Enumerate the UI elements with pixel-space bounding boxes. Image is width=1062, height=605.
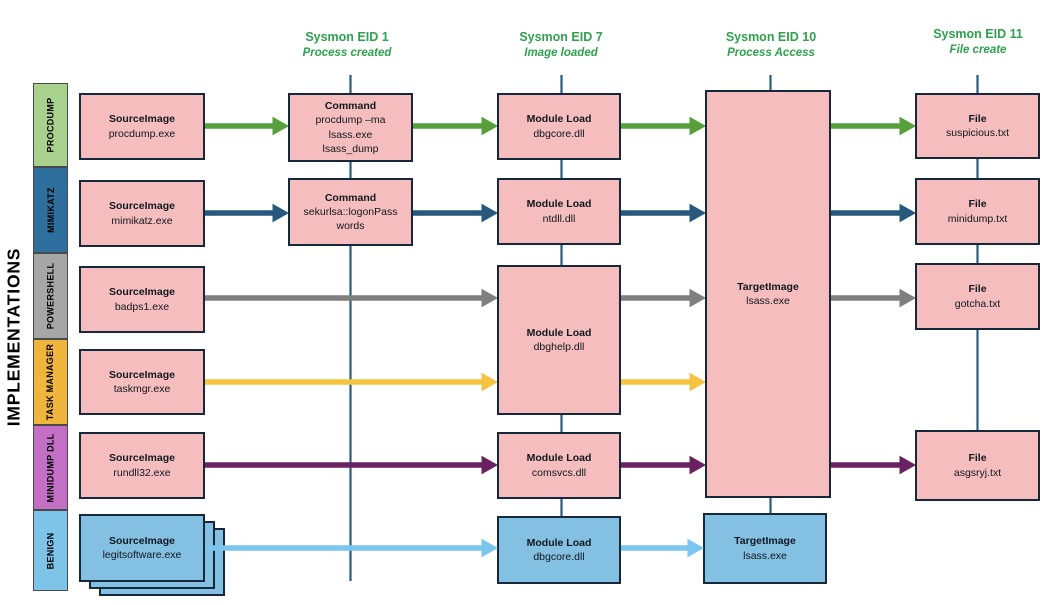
box-module-dbghelp: Module Load dbghelp.dll [497,265,621,415]
box-title: Module Load [526,198,592,211]
box-value: ntdll.dll [542,212,576,225]
box-value: dbgcore.dll [533,551,585,563]
command-line: procdump –ma [315,114,386,127]
box-title: Module Load [526,452,592,465]
arrow-powershell-target-to-file [831,288,917,308]
arrow-mimikatz-module-to-target [621,203,707,223]
box-module-comsvcs: Module Load comsvcs.dll [497,432,621,499]
box-title: Module Load [526,536,592,549]
arrow-mimikatz-src-to-cmd [205,203,290,223]
box-value: legitsoftware.exe [102,549,182,561]
box-value: asgsryj.txt [953,466,1002,479]
box-source-taskmgr: SourceImage taskmgr.exe [79,349,205,415]
box-title: Module Load [526,113,592,126]
box-title: Command [324,100,377,113]
box-title: File [968,283,987,296]
box-target-benign-lsass: TargetImage lsass.exe [703,513,827,584]
box-value: procdump.exe [108,127,176,140]
box-file-asgsryj: File asgsryj.txt [915,430,1040,501]
column-subtitle: Process Access [727,47,815,59]
column-title: Sysmon EID 1 [305,30,389,44]
sidebar-row-task-manager: TASK MANAGER [33,339,68,425]
box-title: TargetImage [734,535,796,548]
box-value: lsass.exe [746,295,790,307]
arrow-benign-module-to-target [621,538,705,558]
column-subtitle: Process created [302,47,392,59]
box-title: SourceImage [109,200,175,213]
sidebar-row-mimikatz: MIMIKATZ [33,167,68,253]
arrow-minidump-target-to-file [831,455,917,475]
arrow-taskmgr-module-to-target [621,372,707,392]
box-source-procdump: SourceImage procdump.exe [79,93,205,160]
box-title: SourceImage [109,286,175,299]
box-title: SourceImage [109,113,175,126]
box-value: badps1.exe [114,300,170,313]
box-command-procdump: Command procdump –ma lsass.exe lsass_dum… [288,93,413,162]
box-title: File [968,112,987,125]
command-line: lsass.exe [328,128,373,141]
box-value: dbghelp.dll [533,341,585,353]
arrow-mimikatz-target-to-file [831,203,917,223]
box-value: minidump.txt [947,212,1008,225]
box-title: Module Load [526,326,592,339]
box-file-suspicious: File suspicious.txt [915,93,1040,159]
box-title: File [968,452,987,465]
sidebar-row-benign: BENIGN [33,510,68,591]
box-source-rundll32: SourceImage rundll32.exe [79,432,205,499]
box-value: comsvcs.dll [531,466,587,479]
command-line: sekurlsa::logonPass [303,205,398,218]
box-module-dbgcore: Module Load dbgcore.dll [497,93,621,160]
arrow-procdump-target-to-file [831,116,917,136]
box-value: taskmgr.exe [113,383,171,395]
box-title: TargetImage [737,280,799,293]
arrow-taskmgr-src-to-module [205,372,499,392]
box-title: SourceImage [109,452,175,465]
box-value: mimikatz.exe [111,214,173,227]
box-value: gotcha.txt [954,297,1001,310]
box-value: rundll32.exe [113,466,171,479]
box-value: suspicious.txt [945,127,1010,139]
arrow-mimikatz-cmd-to-module [413,203,499,223]
box-file-gotcha: File gotcha.txt [915,263,1040,330]
arrow-powershell-src-to-module [205,288,499,308]
column-title: Sysmon EID 10 [725,30,817,44]
box-title: Command [324,191,377,204]
column-header-eid10: Sysmon EID 10 Process Access [686,30,856,61]
arrow-procdump-cmd-to-module [413,116,499,136]
sidebar-row-procdump: PROCDUMP [33,83,68,167]
sidebar-row-powershell: POWERSHELL [33,253,68,339]
column-title: Sysmon EID 7 [519,30,603,44]
arrow-procdump-src-to-cmd [205,116,290,136]
column-title: Sysmon EID 11 [933,27,1023,41]
box-module-ntdll: Module Load ntdll.dll [497,178,621,245]
box-command-mimikatz: Command sekurlsa::logonPass words [288,178,413,246]
column-header-eid11: Sysmon EID 11 File create [893,27,1062,58]
arrow-minidump-src-to-module [205,455,499,475]
box-title: SourceImage [109,534,175,547]
box-module-benign-dbgcore: Module Load dbgcore.dll [497,516,621,584]
box-source-benign: SourceImage legitsoftware.exe [79,514,205,582]
box-title: SourceImage [109,368,175,381]
box-source-powershell: SourceImage badps1.exe [79,266,205,333]
command-line: lsass_dump [322,142,379,155]
sidebar-row-minidump-dll: MINIDUMP DLL [33,425,68,510]
arrow-procdump-module-to-target [621,116,707,136]
box-title: File [968,198,987,211]
column-header-eid7: Sysmon EID 7 Image loaded [476,30,646,61]
box-value: dbgcore.dll [533,127,585,140]
arrow-minidump-module-to-target [621,455,707,475]
column-header-eid1: Sysmon EID 1 Process created [262,30,432,61]
command-line: words [336,220,365,233]
arrow-powershell-module-to-target [621,288,707,308]
box-source-mimikatz: SourceImage mimikatz.exe [79,180,205,247]
box-target-lsass: TargetImage lsass.exe [705,90,831,498]
box-file-minidump: File minidump.txt [915,178,1040,245]
column-subtitle: Image loaded [524,47,598,59]
column-subtitle: File create [949,44,1007,56]
box-value: lsass.exe [743,549,787,562]
arrow-benign-src-to-module [205,538,499,558]
